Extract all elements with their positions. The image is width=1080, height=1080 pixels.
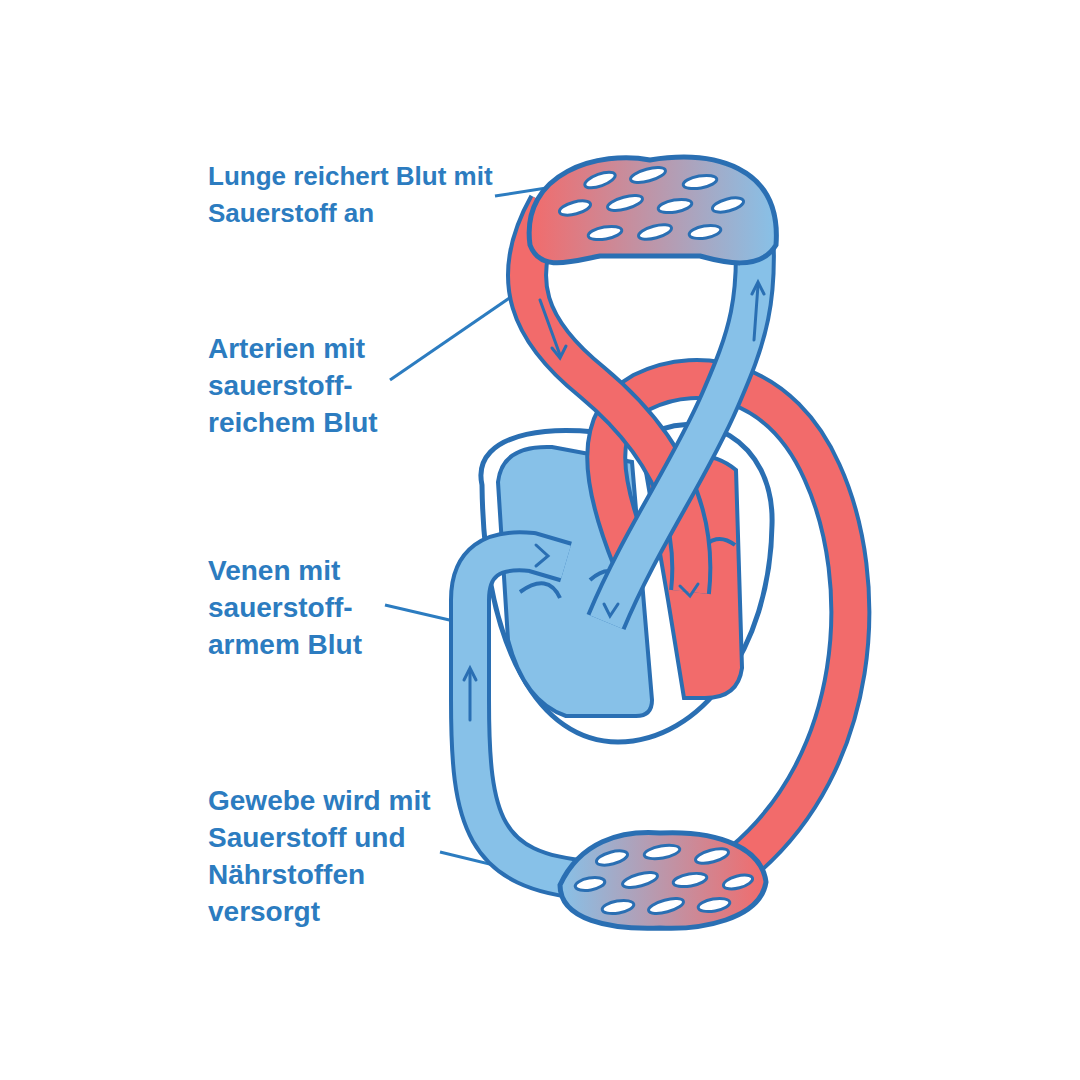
lung-capillaries [529, 157, 776, 263]
callout-label: Lunge reichert Blut mit Sauerstoff an [208, 158, 508, 232]
tissue-capillaries [560, 833, 766, 929]
blood-vessels [470, 205, 850, 880]
callout-label: Arterien mit sauerstoff- reichem Blut [208, 330, 408, 441]
callout-label: Gewebe wird mit Sauerstoff und Nährstoff… [208, 782, 448, 930]
callout-label: Venen mit sauerstoff- armem Blut [208, 552, 408, 663]
flow-arrows [464, 282, 764, 720]
